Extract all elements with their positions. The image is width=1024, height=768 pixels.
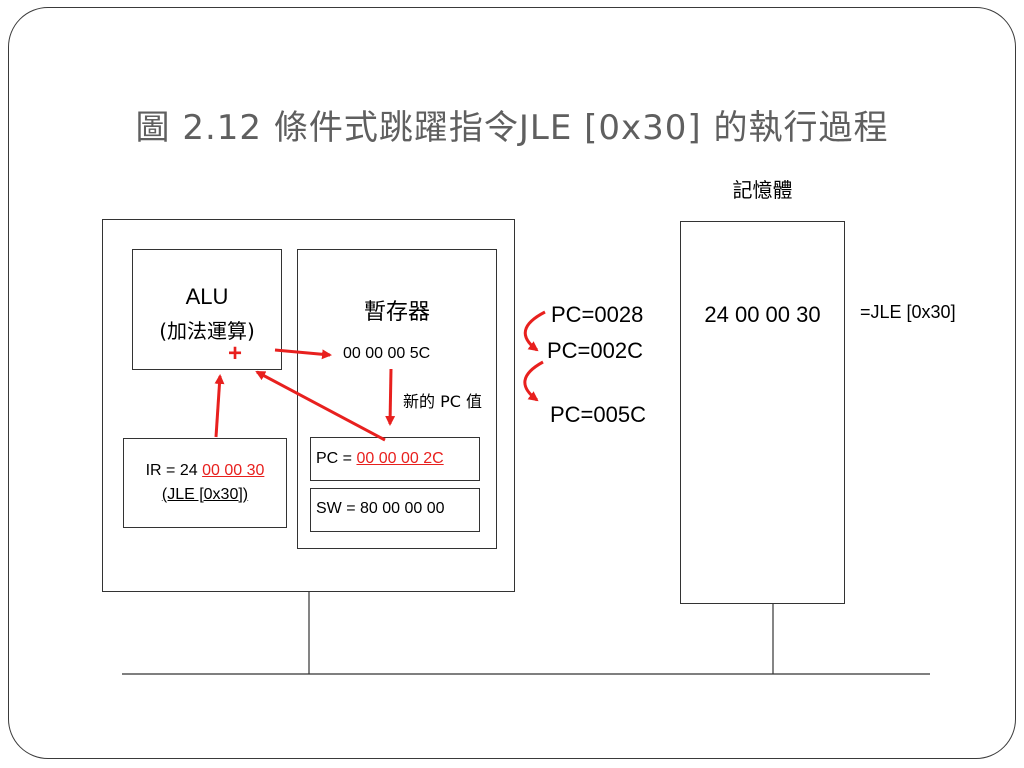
- pc-step-arrow-2: [523, 360, 544, 402]
- pc-register-value: 00 00 00 2C: [356, 450, 444, 467]
- registers-label: 暫存器: [363, 300, 430, 325]
- pc-register-prefix: PC =: [316, 450, 357, 467]
- ir-instruction: (JLE [0x30]): [161, 486, 249, 503]
- memory-label: 記憶體: [732, 178, 793, 202]
- ir-text: IR = 24 00 00 30: [123, 462, 287, 480]
- ir-to-alu-arrow: [214, 374, 225, 438]
- alu-box: [132, 249, 282, 370]
- sw-register-box: [310, 488, 480, 532]
- sw-register-text: SW = 80 00 00 00: [316, 500, 445, 517]
- pc-register-box: [310, 437, 480, 481]
- pc-to-alu-arrow: [255, 370, 386, 442]
- pc-step-1: PC=0028: [551, 302, 644, 327]
- diagram-title: 圖 2.12 條件式跳躍指令JLE [0x30] 的執行過程: [135, 108, 889, 148]
- pc-step-arrow-1: [523, 310, 546, 352]
- ir-box: [123, 438, 287, 528]
- memory-annotation: =JLE [0x30]: [860, 302, 956, 322]
- alu-plus-sign: +: [228, 340, 243, 367]
- alu-label: ALU: [185, 284, 229, 309]
- new-pc-label: 新的 PC 值: [403, 392, 482, 411]
- alu-result-value: 00 00 00 5C: [343, 345, 431, 362]
- pc-register-text: PC = 00 00 00 2C: [316, 450, 444, 468]
- ir-prefix: IR = 24: [145, 462, 203, 479]
- alu-to-result-arrow: [274, 348, 332, 360]
- memory-content: 24 00 00 30: [704, 302, 821, 327]
- pc-step-2: PC=002C: [547, 338, 644, 363]
- pc-step-3: PC=005C: [550, 402, 647, 427]
- result-to-pc-arrow: [385, 368, 396, 426]
- ir-operand: 00 00 30: [202, 462, 265, 479]
- memory-box: [680, 221, 845, 604]
- alu-sublabel: (加法運算): [159, 319, 255, 343]
